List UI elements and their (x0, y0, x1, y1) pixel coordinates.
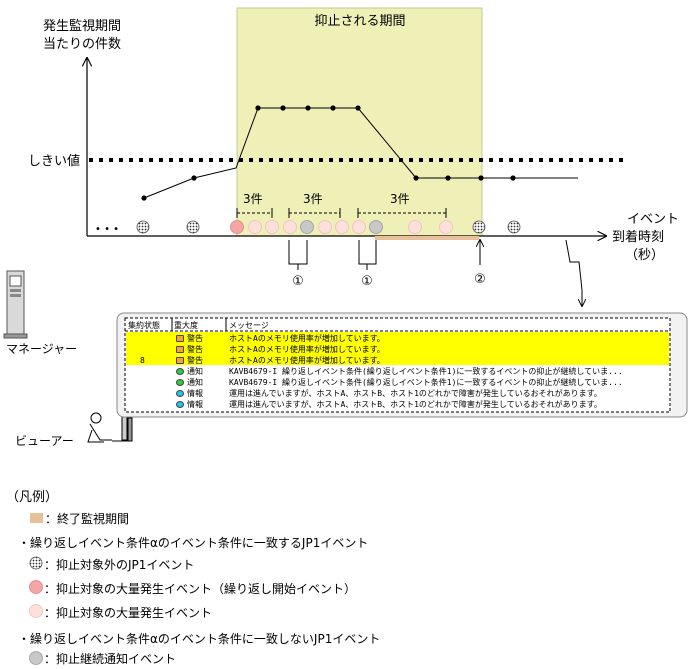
notice-icon (176, 368, 184, 375)
ellipsis: • • • (95, 224, 119, 235)
count-bracket-2 (288, 208, 341, 218)
row-severity: 情報 (187, 389, 203, 398)
col-header-agg[interactable]: 集約状態 (128, 321, 160, 330)
marker-1-bracket (288, 240, 308, 265)
table-row[interactable]: 通知 KAVB4679-I 繰り返しイベント条件(繰り返しイベント条件1)に一致す… (126, 366, 670, 377)
marker-1: ① (292, 274, 304, 289)
row-severity: 通知 (187, 378, 203, 387)
y-axis-label-1: 発生監視期間 (43, 18, 121, 34)
marker-2-bracket (358, 240, 377, 265)
info-icon (176, 390, 184, 397)
event-circles (136, 220, 521, 234)
count-label-1: 3件 (243, 192, 263, 206)
marker-3: ② (474, 272, 486, 287)
not-suppressed-event (136, 220, 150, 234)
col-header-message[interactable]: メッセージ (229, 321, 269, 330)
table-row[interactable]: 警告 ホストAのメモリ使用率が増加しています。 (126, 333, 670, 344)
row-message: KAVB4679-I 繰り返しイベント条件(繰り返しイベント条件1)に一致するイ… (229, 367, 623, 376)
row-severity: 警告 (187, 356, 203, 365)
marker-2: ① (361, 274, 373, 289)
col-header-severity[interactable]: 重大度 (174, 321, 198, 330)
count-bracket-3 (357, 208, 447, 218)
count-bracket-1 (236, 208, 273, 218)
not-suppressed-event (472, 220, 486, 234)
row-severity: 通知 (187, 367, 203, 376)
table-row[interactable]: 情報 運用は進んでいますが、ホストA、ホストB、ホスト1のどれかで障害が発生してい… (126, 388, 670, 399)
warning-icon (176, 357, 184, 364)
threshold-label: しきい値 (28, 153, 80, 169)
row-message: 運用は進んでいますが、ホストA、ホストB、ホスト1のどれかで障害が発生しているお… (229, 400, 602, 409)
mass-event (352, 220, 366, 234)
count-points (141, 105, 516, 201)
table-row[interactable]: 通知 KAVB4679-I 繰り返しイベント条件(繰り返しイベント条件1)に一致す… (126, 377, 670, 388)
start-event (230, 220, 244, 234)
row-severity: 警告 (187, 345, 203, 354)
row-message: ホストAのメモリ使用率が増加しています。 (229, 345, 385, 354)
y-axis-label-2: 当たりの件数 (43, 37, 121, 52)
mass-event (318, 220, 332, 234)
info-icon (176, 401, 184, 408)
count-label-2: 3件 (303, 192, 323, 206)
row-message: ホストAのメモリ使用率が増加しています。 (229, 334, 385, 343)
table-header: 集約状態 重大度 メッセージ (126, 319, 670, 331)
notice-event (369, 220, 383, 234)
suppressed-period-label: 抑止される期間 (314, 14, 405, 29)
table-row[interactable]: 8 警告 ホストAのメモリ使用率が増加しています。 (126, 355, 670, 366)
event-rows: 警告ホストAのメモリ使用率が増加しています。警告ホストAのメモリ使用率が増加して… (126, 333, 670, 410)
x-axis-label-1: イベント (627, 212, 679, 227)
manager-label: マネージャー (6, 342, 77, 356)
user-at-pc-icon (87, 401, 133, 443)
suppressed-period-band (236, 7, 483, 237)
mass-event (439, 220, 453, 234)
viewer-label: ビューアー (15, 434, 74, 448)
mass-event (265, 220, 279, 234)
row-agg-state: 8 (140, 356, 145, 365)
notice-icon (176, 379, 184, 386)
end-monitor-period-bar (375, 236, 479, 240)
count-label-3: 3件 (390, 192, 410, 206)
row-severity: 警告 (187, 334, 203, 343)
warning-icon (176, 335, 184, 342)
notice-event (300, 220, 314, 234)
row-message: KAVB4679-I 繰り返しイベント条件(繰り返しイベント条件1)に一致するイ… (229, 378, 623, 387)
event-list-table: 集約状態 重大度 メッセージ 警告ホストAのメモリ使用率が増加しています。警告ホ… (126, 319, 670, 410)
lightning-connector (565, 239, 583, 291)
mass-event (248, 220, 262, 234)
mass-event (283, 220, 297, 234)
x-axis-label-2: 到着時刻 (612, 229, 664, 245)
mass-event (335, 220, 349, 234)
table-row[interactable]: 情報 運用は進んでいますが、ホストA、ホストB、ホスト1のどれかで障害が発生してい… (126, 399, 670, 410)
row-message: 運用は進んでいますが、ホストA、ホストB、ホスト1のどれかで障害が発生しているお… (229, 389, 602, 398)
mass-event (408, 220, 422, 234)
table-row[interactable]: 警告 ホストAのメモリ使用率が増加しています。 (126, 344, 670, 355)
highlight-rows (126, 332, 669, 365)
x-axis-label-3: （秒） (625, 248, 664, 263)
row-severity: 情報 (187, 400, 203, 409)
server-icon (3, 270, 28, 339)
not-suppressed-event (186, 220, 200, 234)
not-suppressed-event (507, 220, 521, 234)
warning-icon (176, 346, 184, 353)
row-message: ホストAのメモリ使用率が増加しています。 (229, 356, 385, 365)
